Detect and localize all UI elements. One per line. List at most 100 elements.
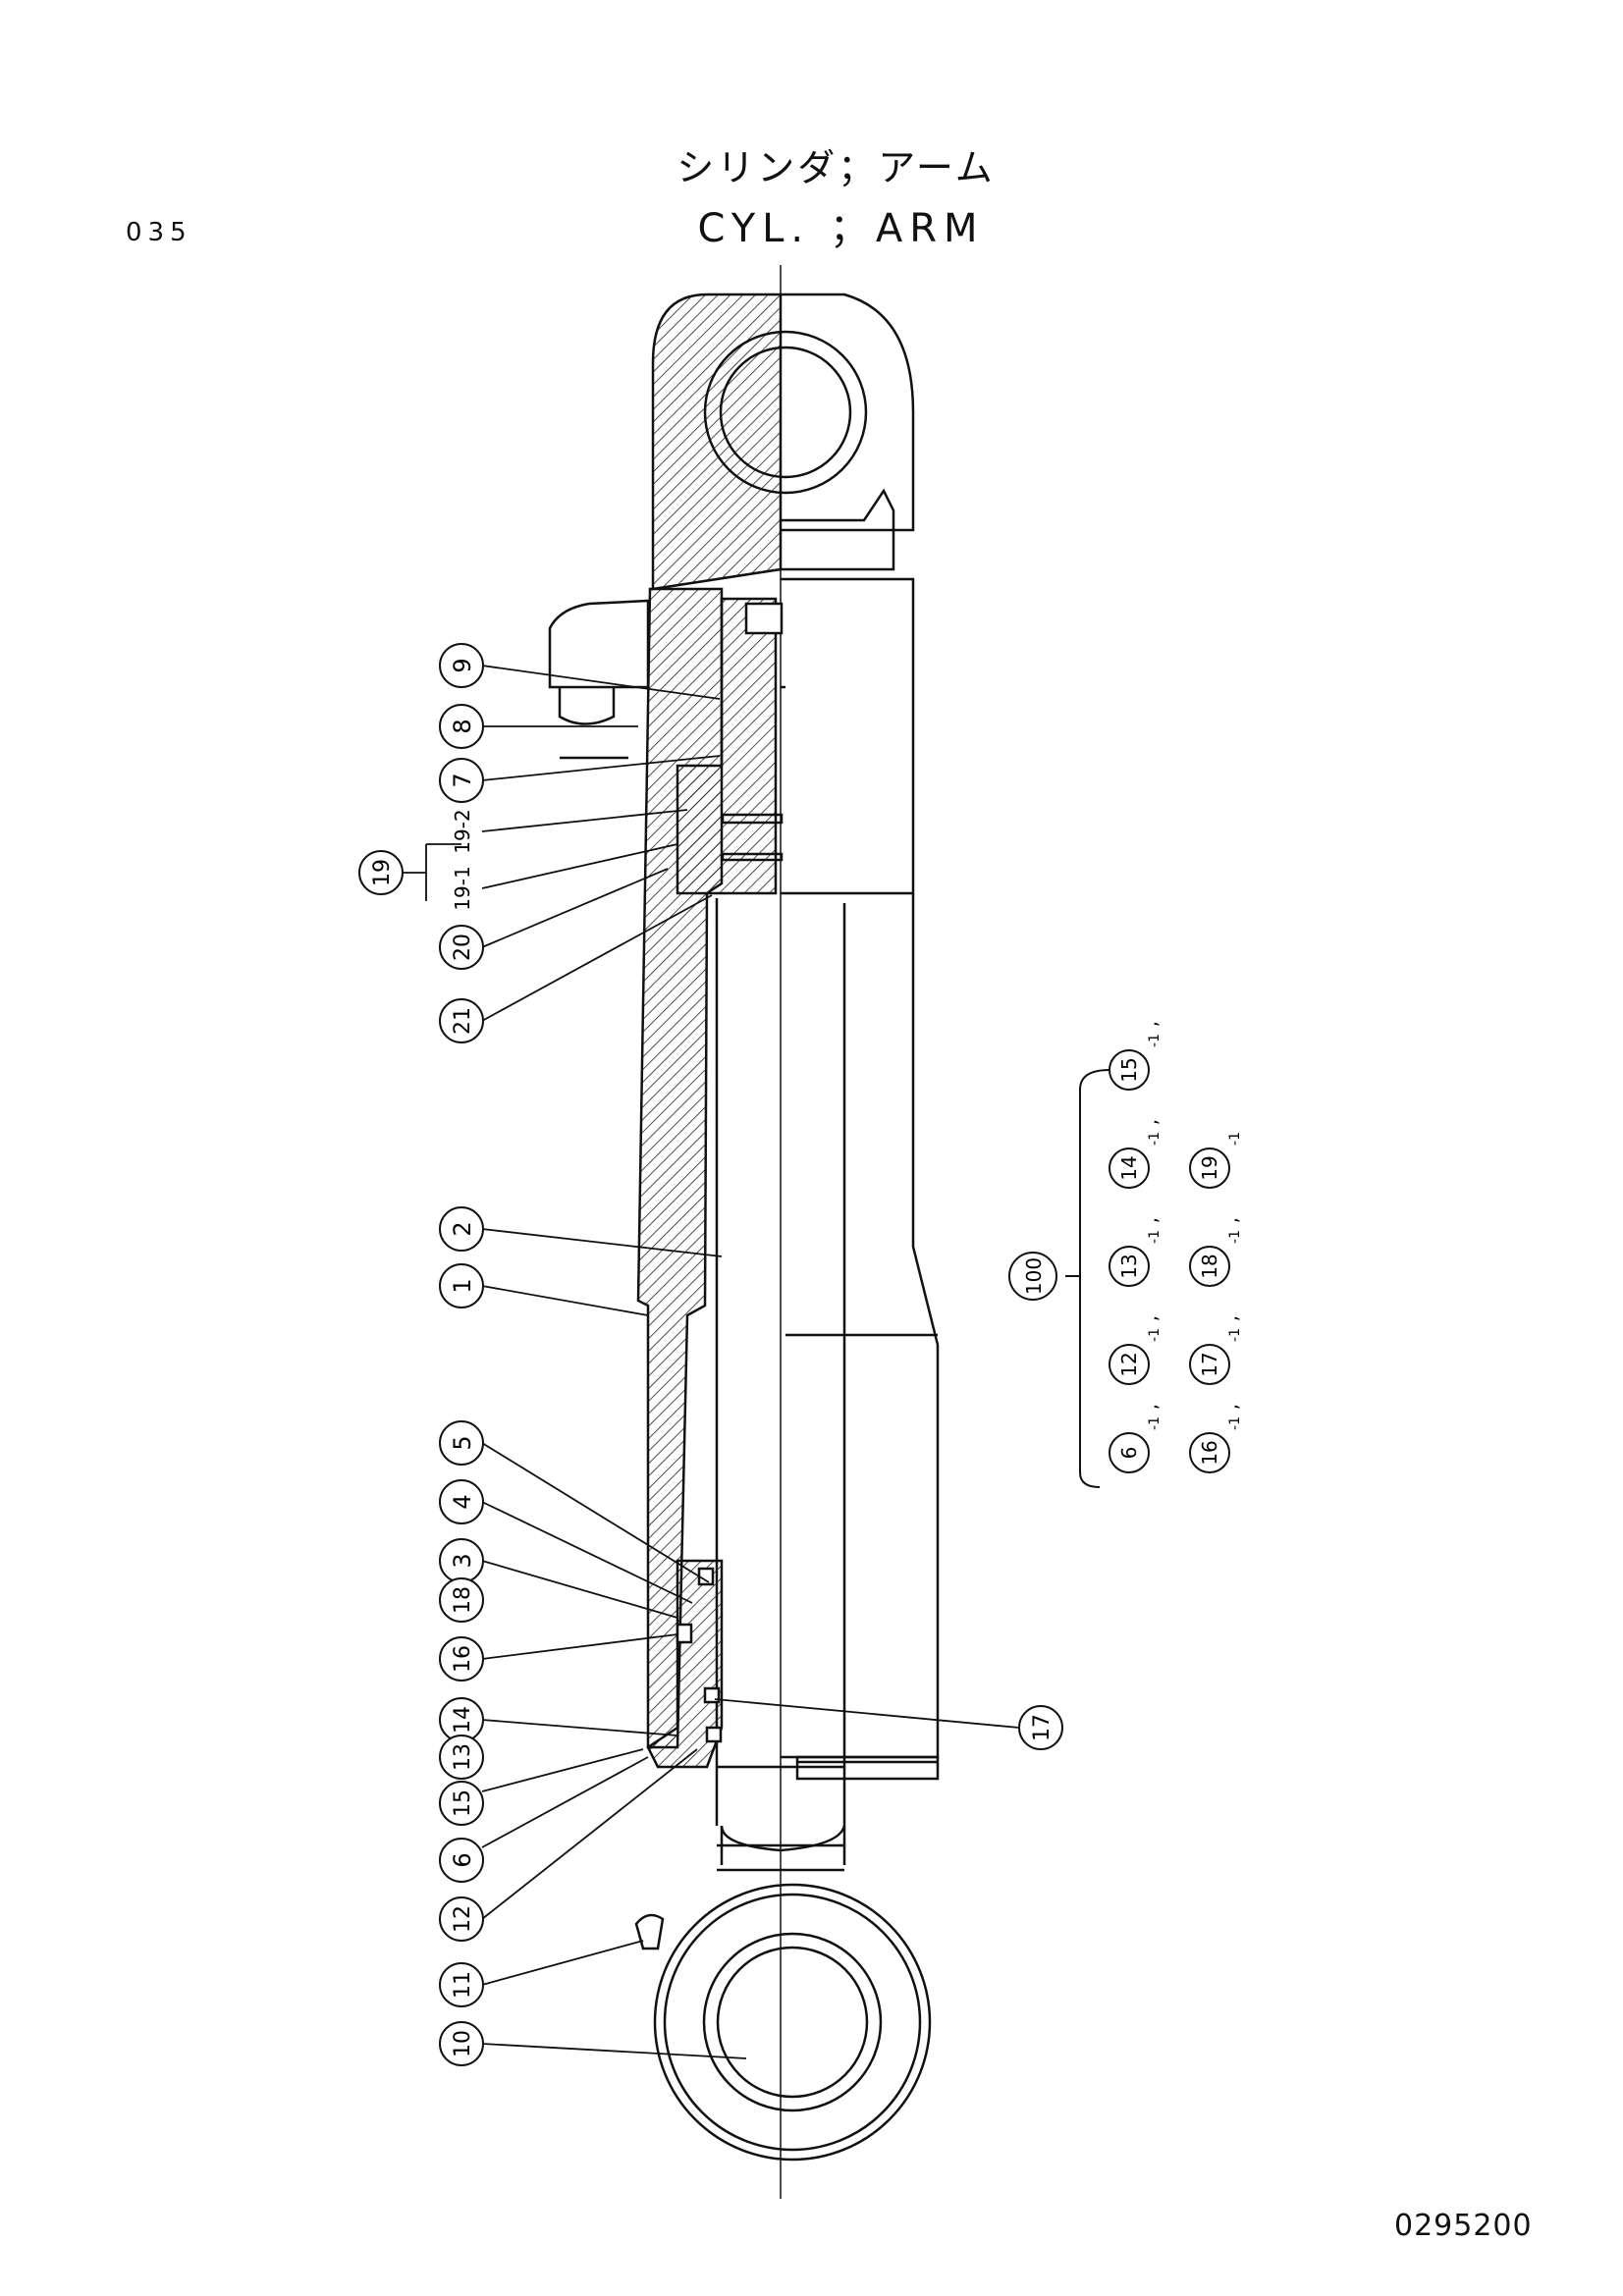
callout-19: 19 [358,850,404,895]
head-outline [781,293,915,532]
svg-text:15: 15 [1117,1057,1141,1082]
page-number: 035 [126,218,192,247]
svg-text:-1: -1 [1147,1416,1163,1430]
kit-item-15: 15 -1 , [1109,1021,1163,1091]
kit-item-13: 13 -1 , [1109,1217,1163,1287]
callout-8: 8 [439,704,484,749]
callout-14: 14 [439,1697,484,1742]
piston-groove-1 [721,813,784,825]
rod-eye-bushing [716,1946,869,2099]
svg-text:,: , [1138,1217,1162,1223]
svg-text:7: 7 [449,773,476,787]
piston-groove-2 [721,852,784,862]
callout-4: 4 [439,1479,484,1524]
svg-text:,: , [1138,1119,1162,1125]
callout-17: 17 [1018,1705,1063,1750]
svg-text:11: 11 [451,1971,475,1999]
svg-text:5: 5 [449,1435,476,1450]
svg-text:,: , [1138,1315,1162,1321]
svg-text:,: , [1218,1217,1242,1223]
svg-text:15: 15 [451,1789,475,1817]
svg-text:-1: -1 [1227,1230,1243,1244]
barrel-outline [781,577,940,1759]
svg-text:1: 1 [449,1278,476,1293]
svg-text:4: 4 [449,1494,476,1509]
kit-legend: 100 15 -1 , 14 -1 , 13 -1 , 12 -1 , [1008,1021,1243,1488]
rod-eye-inner [663,1893,922,2152]
svg-text:16: 16 [1198,1440,1221,1465]
callout-2: 2 [439,1206,484,1252]
gland-seal-a [697,1567,715,1586]
rod-eye-bore [702,1932,883,2112]
svg-text:-1: -1 [1147,1034,1163,1047]
piston-hatched [676,597,778,895]
svg-text:18: 18 [1198,1254,1221,1278]
svg-text:16: 16 [451,1645,475,1673]
svg-text:6: 6 [1117,1447,1141,1460]
callout-15: 15 [439,1781,484,1826]
kit-item-18: 18 -1 , [1189,1217,1243,1287]
callout-21: 21 [439,998,484,1043]
port-elbow [548,599,650,689]
grease-nipple [634,1913,665,1950]
kit-item-19: 19 -1 [1189,1132,1243,1189]
port-fitting [558,687,616,725]
callout-9: 9 [439,643,484,688]
callout-10: 10 [439,2021,484,2066]
title-english: CYL. ；ARM [697,206,985,251]
kit-item-6: 6 -1 , [1109,1404,1163,1473]
callout-5: 5 [439,1420,484,1466]
svg-text:18: 18 [451,1586,475,1614]
callout-19-1: 19-1 [451,866,474,910]
gland-seal-b [676,1623,693,1644]
svg-text:-1: -1 [1147,1328,1163,1342]
svg-text:8: 8 [449,719,476,733]
rod-gland-hatched [646,1559,724,1769]
callout-12: 12 [439,1896,484,1942]
svg-text:6: 6 [449,1852,476,1867]
svg-text:13: 13 [451,1743,475,1771]
callouts: 9 8 7 19-2 19 19-1 20 21 2 [358,643,1063,2066]
svg-text:10: 10 [451,2030,475,2057]
leader-lines [403,665,1020,2059]
rod-neck [720,1825,846,1852]
kit-item-12: 12 -1 , [1109,1315,1163,1385]
cylinder-body [548,265,940,2199]
drawing-number: 0295200 [1394,2209,1533,2243]
svg-text:14: 14 [1117,1155,1141,1180]
rod-cover-flange [795,1755,940,1781]
svg-text:19-1: 19-1 [451,866,474,910]
callout-19-2: 19-2 [451,809,474,853]
rod-eye-outer [653,1883,932,2162]
kit-item-17: 17 -1 , [1189,1315,1243,1385]
callout-6: 6 [439,1838,484,1883]
svg-text:19: 19 [1198,1155,1221,1180]
kit-item-16: 16 -1 , [1189,1404,1243,1473]
svg-text:13: 13 [1117,1254,1141,1278]
svg-text:17: 17 [1198,1352,1221,1376]
gland-seal-d [705,1726,723,1743]
svg-text:14: 14 [451,1706,475,1734]
callout-13: 13 [439,1735,484,1780]
head-web [781,488,895,571]
svg-text:21: 21 [451,1007,475,1035]
head-section-hatched [651,293,783,591]
svg-text:19: 19 [370,859,395,886]
svg-text:12: 12 [1117,1352,1141,1376]
svg-text:20: 20 [451,934,475,961]
kit-item-14: 14 -1 , [1109,1119,1163,1189]
piston-nut [744,602,784,635]
svg-text:-1: -1 [1147,1230,1163,1244]
callout-11: 11 [439,1962,484,2007]
head-bore-inner [719,346,852,479]
svg-text:-1: -1 [1227,1132,1243,1146]
svg-text:3: 3 [449,1553,476,1568]
svg-text:-1: -1 [1147,1132,1163,1146]
svg-text:17: 17 [1030,1714,1055,1741]
svg-text:100: 100 [1022,1257,1046,1295]
svg-text:,: , [1218,1404,1242,1410]
head-bore-outer [703,330,868,495]
callout-7: 7 [439,758,484,803]
title-japanese: シリンダ；アーム [676,146,996,189]
callout-3: 3 [439,1538,484,1583]
